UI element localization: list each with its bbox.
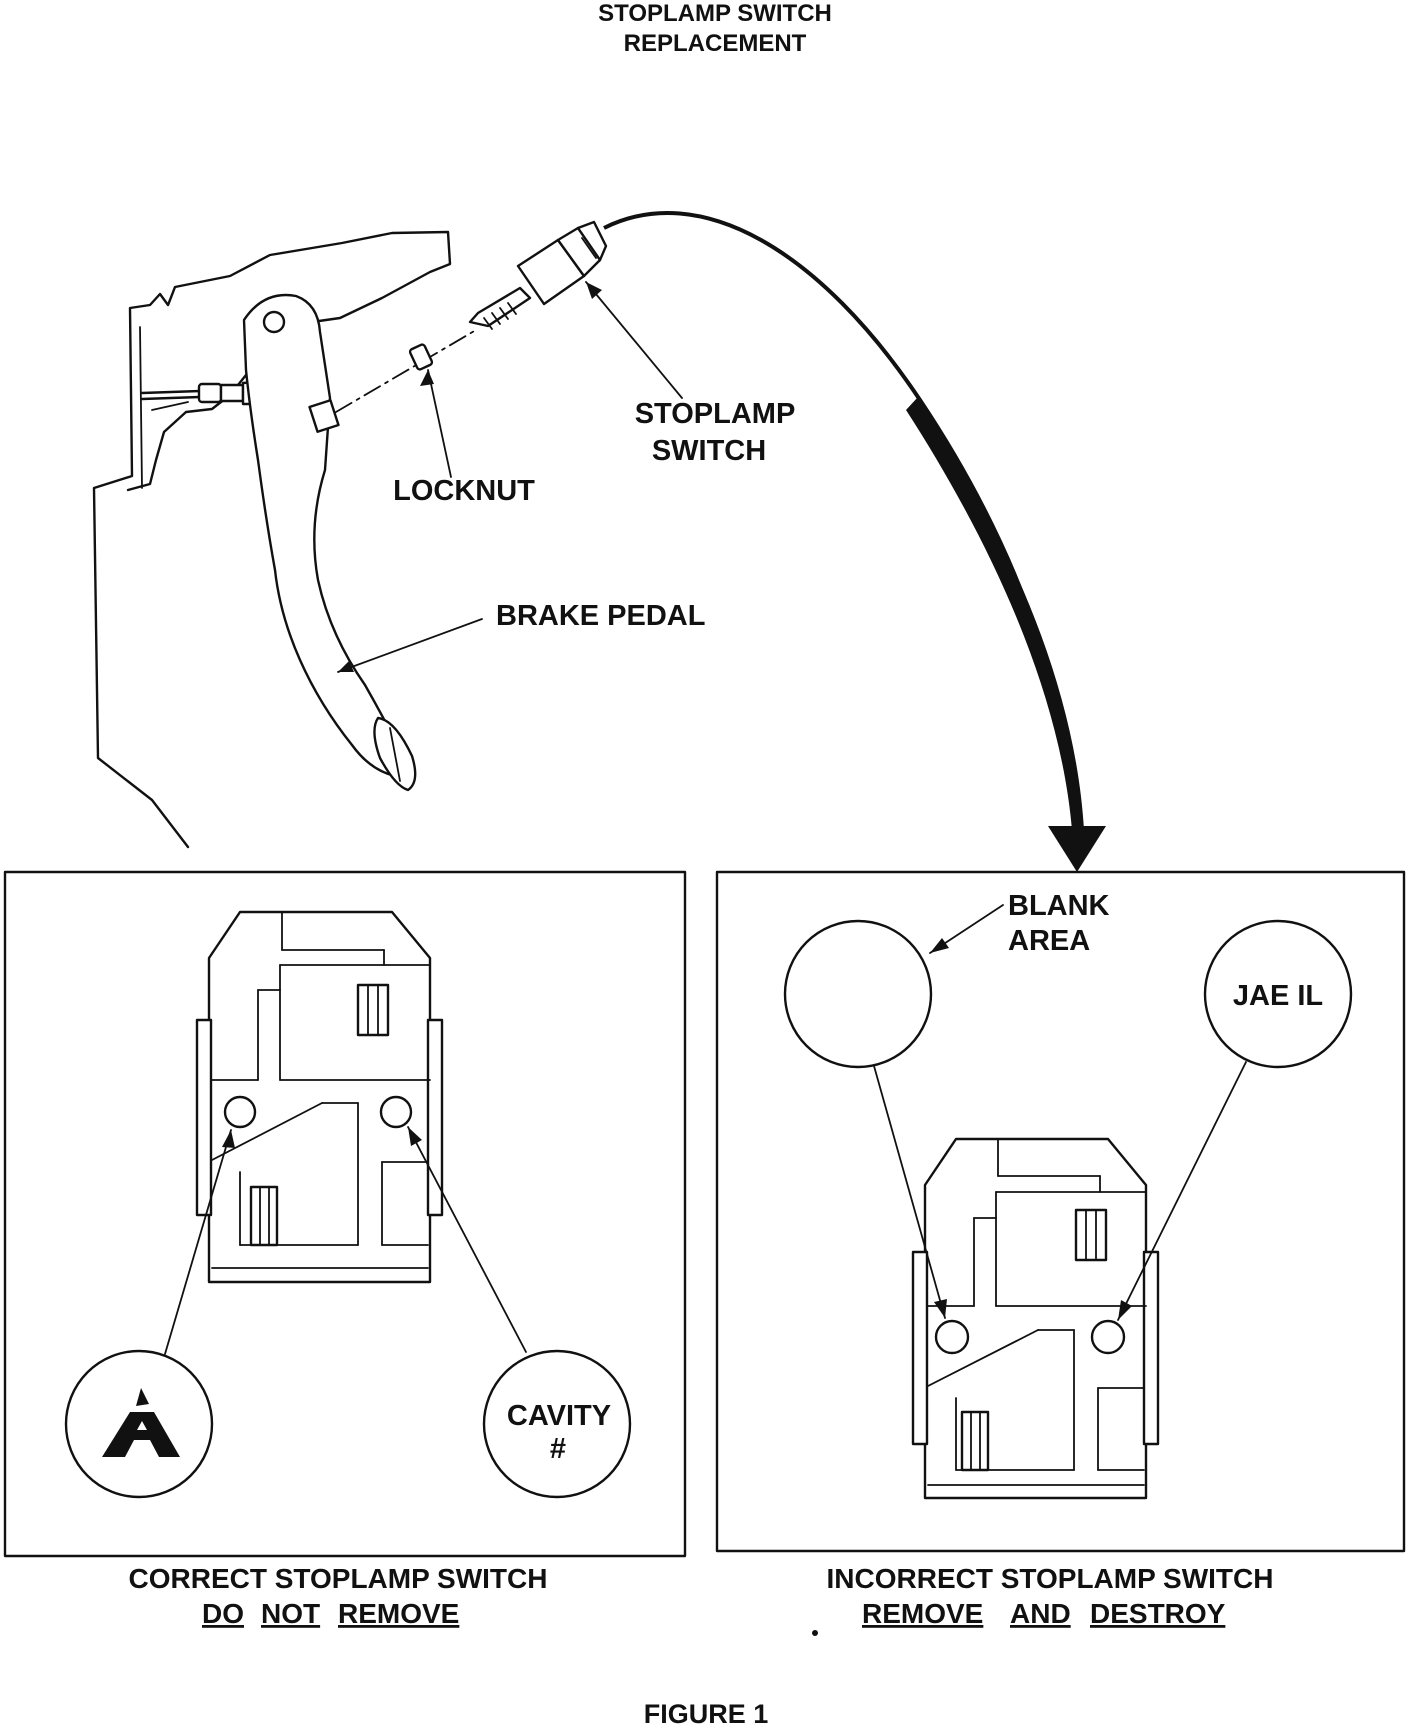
locknut-leader [427,369,452,478]
left-caption-remove: REMOVE [338,1598,459,1629]
left-panel [3,870,687,1558]
left-number-cavity [379,1095,413,1129]
curved-arrow [603,211,1106,872]
right-number-leader [1117,1061,1247,1321]
figure-label: FIGURE 1 [644,1699,769,1729]
code-mark-label: JAE IL [1233,980,1323,1012]
switch-leader [585,281,683,399]
right-caption-and: AND [1010,1598,1071,1629]
cavity-number-label: # [550,1433,566,1465]
blank-area-circle [783,919,933,1069]
delta-logo-icon [102,1388,180,1457]
left-caption-do: DO [202,1598,244,1629]
right-panel [715,870,1406,1553]
stoplamp-switch-label-2: SWITCH [652,435,766,467]
dash-bracket [92,230,452,849]
right-number-cavity [1090,1319,1126,1355]
right-logo-leader [873,1065,946,1319]
left-caption-not: NOT [261,1598,320,1629]
right-caption-destroy: DESTROY [1090,1598,1226,1629]
blank-area-label-1: BLANK [1008,890,1110,922]
locknut-label: LOCKNUT [393,475,535,507]
left-switch-body [195,910,444,1284]
title-line-1: STOPLAMP SWITCH [598,0,832,27]
left-logo-cavity [223,1095,257,1129]
code-circle [1203,919,1353,1069]
right-caption-remove: REMOVE [862,1598,983,1629]
stoplamp-switch [468,220,608,330]
cavity-leader [407,1126,527,1353]
right-switch-body [911,1137,1160,1500]
cavity-circle [482,1349,632,1499]
stray-dot [812,1630,818,1636]
logo-leader [164,1129,232,1355]
cavity-label: CAVITY [507,1400,611,1432]
left-caption-line-1: CORRECT STOPLAMP SWITCH [129,1563,548,1594]
title-line-2: REPLACEMENT [624,30,807,57]
locknut [408,343,434,371]
alignment-line [335,329,477,413]
stoplamp-switch-label-1: STOPLAMP [635,398,796,430]
pedal-leader [337,618,483,673]
blank-area-label-2: AREA [1008,925,1090,957]
right-caption-line-1: INCORRECT STOPLAMP SWITCH [827,1563,1274,1594]
right-logo-cavity [934,1319,970,1355]
brake-pedal [242,293,417,792]
brake-pedal-label: BRAKE PEDAL [496,600,705,632]
